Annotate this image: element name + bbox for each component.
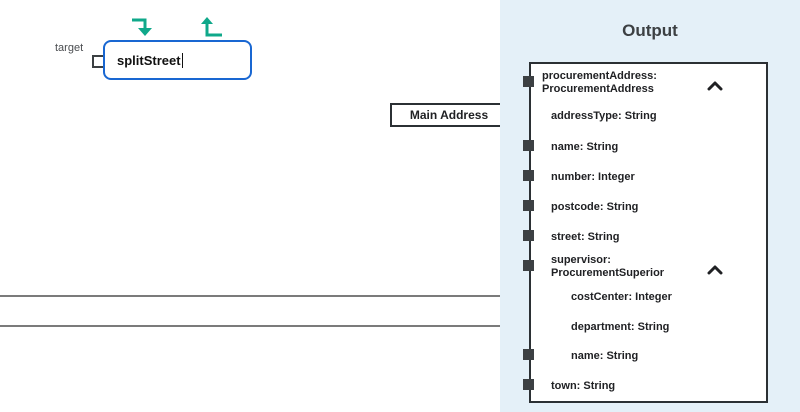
tree-node-postcode[interactable]: postcode: String [551, 201, 639, 213]
connector-port-square[interactable] [523, 260, 534, 271]
move-out-icon[interactable] [200, 15, 224, 39]
connector-port-square[interactable] [523, 230, 534, 241]
mapping-rule-label[interactable]: Main Address [390, 103, 508, 127]
insert-into-icon[interactable] [129, 15, 153, 39]
field-name-input[interactable]: splitStreet [103, 40, 252, 80]
tree-node-supervisor-name[interactable]: name: String [571, 350, 639, 362]
connector-port-square[interactable] [523, 140, 534, 151]
tree-node-supervisor[interactable]: supervisor: ProcurementSuperior [551, 254, 665, 279]
chevron-up-icon[interactable] [707, 78, 723, 91]
tree-node-name[interactable]: name: String [551, 141, 619, 153]
tree-node-number[interactable]: number: Integer [551, 171, 635, 183]
chevron-up-icon[interactable] [707, 262, 723, 275]
output-panel-title: Output [622, 21, 678, 40]
connector-port-square[interactable] [523, 200, 534, 211]
tree-node-procurementAddress[interactable]: procurementAddress: ProcurementAddress [542, 70, 657, 95]
connector-port-square[interactable] [523, 349, 534, 360]
connection-line[interactable] [0, 295, 522, 297]
connector-port-square[interactable] [523, 379, 534, 390]
tree-node-costCenter[interactable]: costCenter: Integer [571, 291, 672, 303]
tree-node-department[interactable]: department: String [571, 321, 670, 333]
tree-node-street[interactable]: street: String [551, 231, 620, 243]
connector-port-square[interactable] [523, 170, 534, 181]
target-label: target [55, 42, 84, 54]
tree-node-town[interactable]: town: String [551, 380, 616, 392]
field-name-value: splitStreet [117, 52, 181, 68]
connection-line[interactable] [0, 325, 522, 327]
tree-node-addressType[interactable]: addressType: String [551, 110, 657, 122]
connector-port-square[interactable] [523, 76, 534, 87]
text-caret [181, 52, 184, 68]
output-tree: procurementAddress: ProcurementAddress a… [529, 62, 768, 403]
